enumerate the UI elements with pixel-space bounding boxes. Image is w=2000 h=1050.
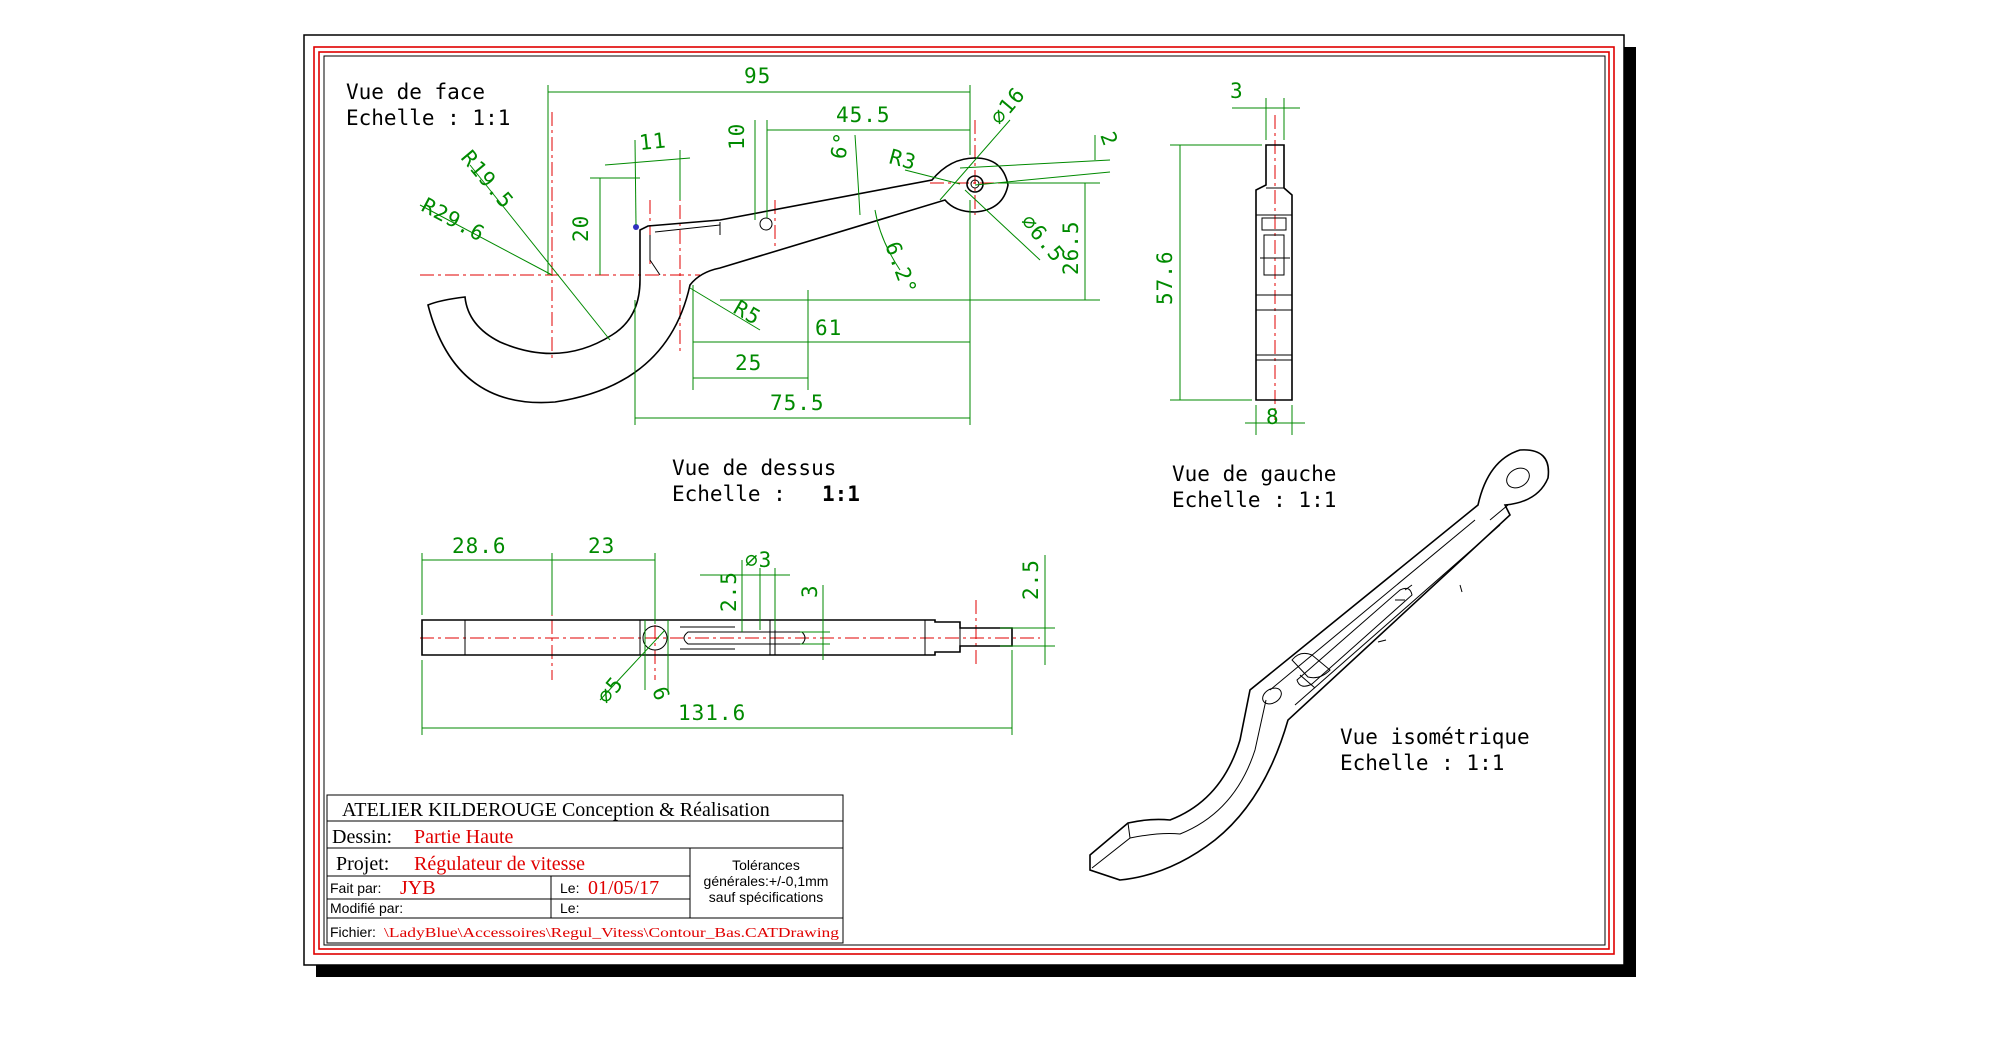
part-iso-outline [1089,449,1550,881]
dim-11: 11 [638,128,668,155]
tb-projet-label: Projet: [336,853,389,875]
tb-faitpar-value: JYB [400,877,436,899]
dim-25: 25 [735,351,762,375]
view-iso-scale: Echelle : 1:1 [1340,751,1504,775]
dim-top-23: 23 [588,534,615,558]
view-front-title: Vue de face [346,80,485,104]
dim-45-5: 45.5 [836,103,891,127]
dim-75-5: 75.5 [770,391,825,415]
title-block: ATELIER KILDEROUGE Conception & Réalisat… [326,794,844,944]
dim-top-2-5b: 2.5 [1019,559,1043,600]
dim-top-2-5a: 2.5 [717,571,741,612]
view-top-scale-value: 1:1 [822,482,860,506]
dim-61: 61 [815,316,842,340]
view-top-scale-prefix: Echelle : [672,482,786,506]
tb-faitpar-label: Fait par: [330,880,381,896]
view-iso-title: Vue isométrique [1340,725,1530,749]
sheet-paper [303,34,1625,966]
tb-tol-line1: Tolérances [732,857,800,873]
view-left: Vue de gauche Echelle : 1:1 3 57.6 8 [1153,79,1336,512]
part-front-outline [427,157,1009,404]
dim-left-57-6: 57.6 [1153,250,1177,305]
dim-top-28-6: 28.6 [452,534,507,558]
part-left-outline [1255,144,1293,401]
tb-dessin-label: Dessin: [332,826,392,848]
dim-95: 95 [744,64,771,88]
dim-10: 10 [725,123,749,150]
black-border [323,55,1606,946]
tb-fichier-label: Fichier: [330,924,376,940]
dim-20: 20 [569,215,593,242]
tb-fichier-value: \LadyBlue\Accessoires\Regul_Vitess\Conto… [384,926,839,941]
tb-tol-line2: générales:+/-0,1mm [704,873,829,889]
dim-top-3: 3 [798,584,822,598]
tb-dessin-value: Partie Haute [414,826,514,848]
tb-modifie-label: Modifié par: [330,900,403,916]
view-top: Vue de dessus Echelle : 1:1 28.6 23 ⌀3 2… [420,456,1055,735]
view-left-title: Vue de gauche [1172,462,1336,486]
view-isometric: Vue isométrique Echelle : 1:1 [1089,449,1550,881]
dim-left-8: 8 [1266,405,1280,429]
tb-projet-value: Régulateur de vitesse [414,853,585,875]
red-border-inner [318,51,1610,950]
dim-6deg: 6° [826,130,854,161]
dim-26-5: 26.5 [1059,220,1083,275]
dim-left-3: 3 [1230,79,1244,103]
view-top-title: Vue de dessus [672,456,836,480]
dim-top-dia-3: ⌀3 [745,548,772,572]
view-left-scale: Echelle : 1:1 [1172,488,1336,512]
red-border-outer [313,46,1615,955]
view-front-scale: Echelle : 1:1 [346,106,510,130]
tb-tol-line3: sauf spécifications [709,889,823,905]
tb-company: ATELIER KILDEROUGE Conception & Réalisat… [342,799,770,821]
tb-le-value: 01/05/17 [588,877,659,899]
dim-top-131-6: 131.6 [678,701,746,725]
tb-le2-label: Le: [560,900,579,916]
tb-le-label: Le: [560,880,579,896]
